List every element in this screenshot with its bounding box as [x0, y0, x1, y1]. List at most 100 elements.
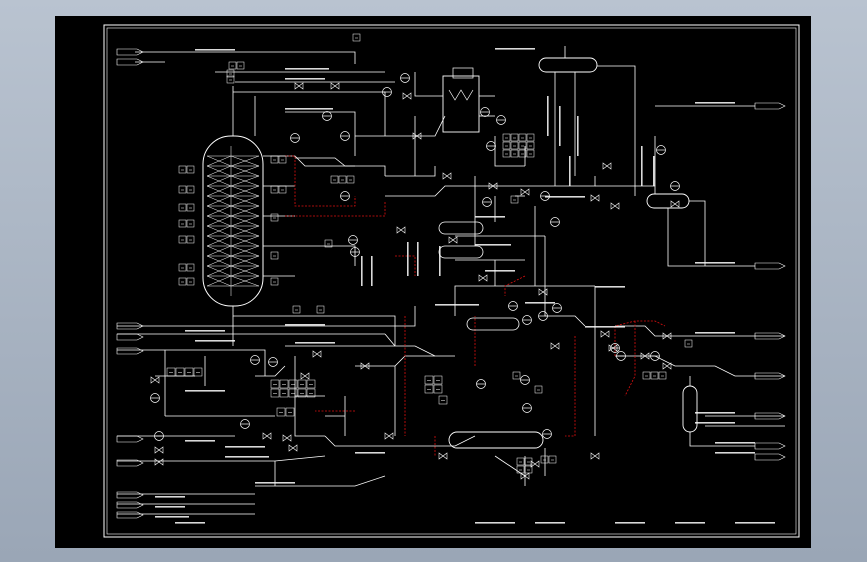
- line-number-mark: [295, 342, 335, 344]
- tray-cross: [230, 275, 260, 287]
- pipe-line: [595, 185, 656, 194]
- instrument-tag: [324, 239, 333, 248]
- instrument-tag: [193, 367, 203, 377]
- valve: [488, 182, 498, 190]
- instrument-tag: [236, 61, 245, 70]
- valve: [478, 274, 488, 282]
- pipe-line: [544, 236, 555, 317]
- valve: [412, 132, 422, 140]
- instrument-tag: [510, 195, 519, 204]
- line-number-mark: [585, 326, 625, 328]
- instrument-tag: [518, 149, 527, 158]
- line-number-mark: [577, 116, 579, 156]
- valve: [438, 452, 448, 460]
- instrument-tag: [270, 213, 279, 222]
- instrument-tag: [186, 235, 195, 244]
- vertical-vessel-right: [682, 385, 698, 433]
- tray-cross: [206, 175, 232, 187]
- tray-cross: [230, 255, 260, 267]
- instrument-tag: [178, 263, 187, 272]
- line-number-mark: [595, 286, 625, 288]
- valve: [402, 92, 412, 100]
- instrument-tag: [288, 379, 298, 389]
- instrument-tag: [306, 388, 316, 398]
- pipe-line: [667, 208, 755, 267]
- instrument-tag: [178, 277, 187, 286]
- valve: [282, 434, 292, 442]
- tray-cross: [230, 175, 260, 187]
- line-number-mark: [155, 506, 185, 508]
- instrument-tag: [178, 219, 187, 228]
- valve: [448, 236, 458, 244]
- pipe-line: [255, 475, 386, 487]
- line-number-mark: [715, 452, 755, 454]
- pipe-line: [233, 91, 386, 136]
- process-lines: [117, 51, 785, 515]
- valve: [640, 352, 650, 360]
- tray-cross: [206, 275, 232, 287]
- line-number-mark: [495, 48, 535, 50]
- outer-border: [103, 24, 800, 538]
- pipe-line: [454, 285, 595, 316]
- tray-cross: [206, 235, 232, 247]
- instrument-tag: [438, 395, 448, 405]
- instrument-tag: [178, 185, 187, 194]
- instrument-tag: [270, 251, 279, 260]
- pipe-line: [117, 306, 416, 327]
- instrument-tag: [226, 69, 235, 78]
- tray-cross: [230, 205, 260, 217]
- instrument-tag: [338, 175, 347, 184]
- signal-line: [285, 155, 356, 207]
- line-number-mark: [569, 156, 571, 186]
- line-number-mark: [225, 446, 265, 448]
- pipe-line: [324, 435, 355, 447]
- off-page-connector: [116, 459, 144, 467]
- instrument-tag: [178, 235, 187, 244]
- pipe-line: [135, 51, 356, 64]
- off-page-connector: [116, 511, 144, 519]
- instrument-tag: [526, 141, 535, 150]
- instrument-tag: [186, 165, 195, 174]
- tray-cross: [230, 195, 260, 207]
- instrument-tag: [316, 305, 325, 314]
- instrument-tag: [270, 185, 279, 194]
- valve: [300, 372, 310, 380]
- flow-arrows: [116, 48, 786, 519]
- tray-cross: [230, 215, 260, 227]
- line-number-mark: [185, 390, 225, 392]
- line-number-mark: [485, 270, 515, 272]
- pipe-line: [615, 355, 695, 367]
- inner-border: [106, 27, 797, 535]
- instrument-tag: [186, 277, 195, 286]
- tray-cross: [206, 225, 232, 237]
- valve: [288, 444, 298, 452]
- signal-line: [504, 275, 526, 296]
- instrument-tag: [684, 339, 693, 348]
- instrument-tag: [278, 185, 287, 194]
- pipe-line: [285, 345, 436, 357]
- valve: [262, 432, 272, 440]
- instrument-tag: [352, 33, 361, 42]
- line-number-mark: [475, 216, 505, 218]
- pipe-line: [355, 355, 455, 367]
- valve: [662, 362, 672, 370]
- line-number-mark: [525, 302, 555, 304]
- line-number-mark: [255, 482, 295, 484]
- pipe-line: [295, 157, 386, 176]
- instrument-tag: [270, 388, 280, 398]
- tray-cross: [230, 245, 260, 257]
- pipe-line: [294, 356, 325, 437]
- drawing-frame: [55, 16, 811, 548]
- line-number-mark: [735, 522, 775, 524]
- line-number-mark: [475, 244, 511, 246]
- instrument-tag: [270, 379, 280, 389]
- pipe-line: [555, 315, 586, 327]
- instrument-tag: [175, 367, 185, 377]
- instrument-tag: [540, 455, 549, 464]
- off-page-connector: [754, 102, 786, 110]
- line-number-mark: [535, 522, 565, 524]
- valve: [602, 162, 612, 170]
- instrument-tag: [330, 175, 339, 184]
- pid-drawing: [103, 24, 800, 538]
- instrument-tag: [276, 407, 286, 417]
